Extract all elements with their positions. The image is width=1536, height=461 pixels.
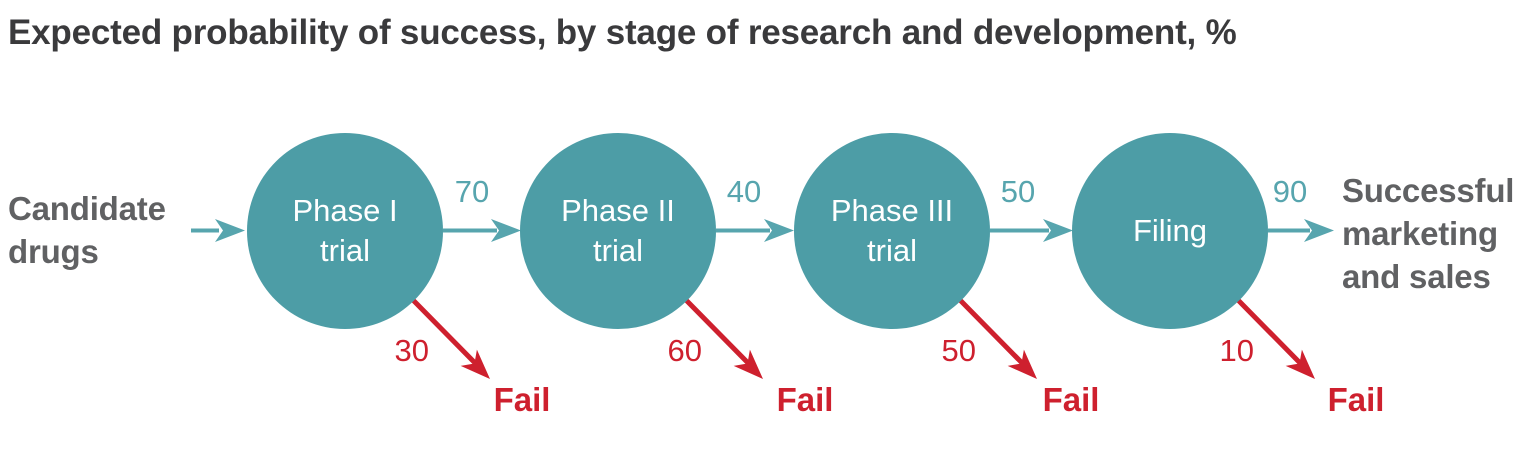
stage-circle-phase-1-trial: Phase I trial: [247, 133, 443, 329]
fail-arrow-icon: [958, 298, 1037, 379]
stage-label: Filing: [1132, 212, 1208, 248]
candidate-drugs-label: Candidate drugs: [8, 190, 166, 270]
fail-label: Fail: [493, 381, 551, 418]
fail-label: Fail: [1327, 381, 1385, 418]
success-rate-value: 90: [1272, 174, 1308, 209]
fail-rate-value: 60: [667, 333, 702, 368]
success-arrow-icon: [716, 219, 794, 242]
successful-marketing-label: Successful marketing and sales: [1342, 172, 1515, 295]
fail-arrow-icon: [684, 298, 763, 379]
diagram-title: Expected probability of success, by stag…: [8, 13, 1237, 52]
success-arrow-icon: [443, 219, 521, 242]
success-rate-value: 70: [454, 174, 490, 209]
entry-arrow-icon: [191, 219, 245, 242]
success-arrow-icon: [1268, 219, 1334, 242]
fail-rate-value: 30: [394, 333, 429, 368]
stage-circle-filing: Filing: [1072, 133, 1268, 329]
stage-label: Phase II trial: [561, 192, 675, 268]
success-rate-value: 40: [726, 174, 762, 209]
fail-arrow-icon: [1236, 298, 1315, 379]
success-arrow-icon: [990, 219, 1073, 242]
fail-rate-value: 50: [941, 333, 976, 368]
stage-circle-phase-2-trial: Phase II trial: [520, 133, 716, 329]
fail-rate-value: 10: [1219, 333, 1254, 368]
fail-arrow-icon: [411, 298, 490, 379]
success-rate-value: 50: [1000, 174, 1036, 209]
stage-label: Phase III trial: [830, 192, 954, 268]
stage-circle-phase-3-trial: Phase III trial: [794, 133, 990, 329]
fail-label: Fail: [776, 381, 834, 418]
stage-label: Phase I trial: [292, 192, 398, 268]
fail-label: Fail: [1042, 381, 1100, 418]
